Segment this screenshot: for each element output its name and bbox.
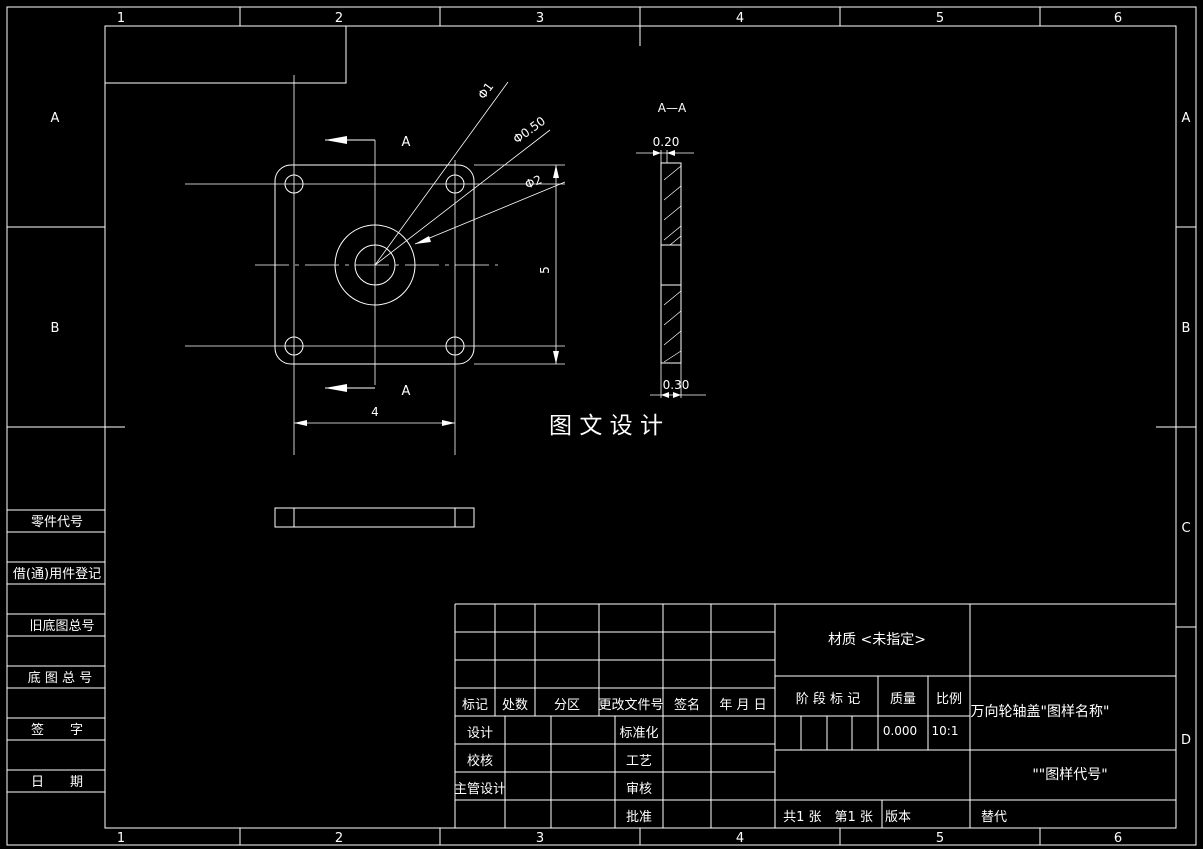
bottom-zone-strip: [239, 828, 1041, 845]
col-label-4-bottom: 4: [736, 831, 744, 846]
label-stage-mark: 阶 段 标 记: [796, 692, 860, 707]
plan-view: A A Φ1 Φ0.50 Φ2 5 4: [185, 75, 566, 455]
row-label-c-right: C: [1181, 521, 1190, 536]
section-view: A—A 0.20 0.30: [636, 101, 706, 398]
col-label-1-bottom: 1: [117, 831, 125, 846]
side-label-borrow-register: 借(通)用件登记: [13, 567, 101, 582]
section-label-bottom: A: [402, 384, 411, 399]
label-check: 校核: [467, 753, 493, 769]
mass-value: 0.000: [883, 724, 917, 738]
hole-bottom-right: [445, 336, 465, 356]
col-label-3-bottom: 3: [536, 831, 544, 846]
side-panel: 零件代号 借(通)用件登记 旧底图总号 底 图 总 号 签 字 日 期: [7, 509, 105, 793]
section-outline: [660, 162, 682, 364]
label-scale: 比例: [936, 692, 962, 707]
leader-arrow-dia2: [415, 236, 431, 244]
rev-header-date: 年 月 日: [719, 698, 766, 713]
dim-height: 5: [538, 266, 552, 274]
top-zone-strip: [239, 7, 1041, 46]
plate-outline: [274, 164, 475, 365]
side-view-bar: [274, 507, 475, 528]
dim-width: 4: [371, 405, 379, 419]
leader-dia1: [374, 81, 509, 266]
col-label-2-bottom: 2: [335, 831, 343, 846]
col-label-5-top: 5: [936, 11, 944, 26]
hatch-pattern: [663, 165, 682, 363]
rev-header-zone: 分区: [554, 698, 580, 713]
label-standardization: 标准化: [619, 726, 658, 741]
col-label-4-top: 4: [736, 11, 744, 26]
dim-dia050: Φ0.50: [511, 114, 548, 147]
row-label-a-left: A: [51, 111, 60, 126]
dim-thk-bottom: 0.30: [663, 378, 690, 392]
side-label-old-base-number: 旧底图总号: [29, 618, 94, 634]
row-label-b-right: B: [1182, 321, 1191, 336]
scale-value: 10:1: [932, 724, 959, 738]
row-label-b-left: B: [51, 321, 60, 336]
row-label-a-right: A: [1182, 111, 1191, 126]
col-label-1-top: 1: [117, 11, 125, 26]
side-label-base-number: 底 图 总 号: [28, 670, 92, 686]
boss-outer-circle: [334, 224, 416, 306]
col-label-2-top: 2: [335, 11, 343, 26]
watermark-text: 图 文 设 计: [549, 413, 663, 439]
side-label-signature: 签 字: [31, 722, 83, 738]
label-review: 审核: [626, 782, 652, 797]
hole-top-left: [284, 174, 304, 194]
col-label-5-bottom: 5: [936, 831, 944, 846]
col-label-6-bottom: 6: [1114, 831, 1122, 846]
section-arrow-top: [325, 136, 347, 144]
rev-header-mark: 标记: [462, 698, 488, 713]
label-version: 版本: [885, 810, 911, 825]
outer-frame: [6, 6, 1197, 846]
col-label-3-top: 3: [536, 11, 544, 26]
leader-dia2: [414, 181, 566, 245]
dim-dia1: Φ1: [475, 80, 496, 102]
label-approve: 批准: [626, 810, 652, 825]
side-label-date: 日 期: [31, 775, 83, 790]
label-process: 工艺: [626, 754, 652, 769]
row-label-d-right: D: [1181, 733, 1191, 748]
rev-header-change-doc: 更改文件号: [598, 698, 663, 713]
sheet-count: 共1 张 第1 张: [783, 810, 873, 825]
hole-bottom-left: [284, 336, 304, 356]
leader-dia050: [374, 129, 551, 266]
dim-thk-top: 0.20: [653, 135, 680, 149]
label-replace: 替代: [981, 810, 1007, 825]
boss-inner-circle: [354, 244, 396, 286]
section-label-top: A: [402, 135, 411, 150]
side-zone-strips: [7, 226, 1196, 628]
label-chief-design: 主管设计: [454, 782, 506, 797]
side-label-part-code: 零件代号: [31, 515, 83, 530]
section-view-title: A—A: [658, 101, 687, 115]
part-code: ""图样代号": [1032, 767, 1107, 783]
rev-header-count: 处数: [502, 698, 528, 713]
hole-top-right: [445, 174, 465, 194]
part-name: 万向轮轴盖"图样名称": [971, 704, 1110, 720]
label-design: 设计: [467, 726, 493, 741]
col-label-6-top: 6: [1114, 11, 1122, 26]
title-block: 标记 处数 分区 更改文件号 签名 年 月 日 设计 校核 主管设计 标准化 工…: [454, 603, 1176, 828]
code-box-top-left: [105, 26, 347, 84]
label-mass: 质量: [890, 692, 916, 707]
section-arrow-bottom: [325, 384, 347, 392]
dim-dia2: Φ2: [523, 172, 544, 191]
rev-header-signature: 签名: [674, 697, 700, 713]
material-field: 材质 <未指定>: [828, 632, 926, 648]
